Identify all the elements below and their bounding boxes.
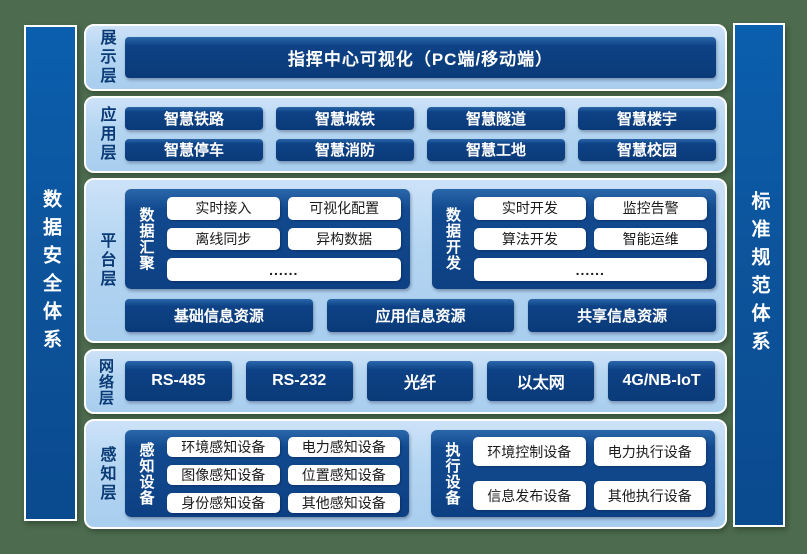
layer-platform-content: 数据汇聚 实时接入 可视化配置 离线同步 异构数据 ...... 数据开发 (125, 180, 725, 341)
item-development-more: ...... (473, 258, 707, 281)
group-data-aggregation-label-text: 数据汇聚 (137, 207, 155, 271)
layer-display-content: 指挥中心可视化（PC端/移动端） (125, 26, 725, 89)
app-box-smart-worksite: 智慧工地 (427, 138, 565, 161)
item-info-publishing: 信息发布设备 (473, 481, 586, 510)
app-box-smart-campus: 智慧校园 (578, 138, 716, 161)
layer-perception: 感知层 感知设备 环境感知设备 电力感知设备 图像感知设备 位置感知设备 身份感… (84, 419, 727, 529)
item-heterogeneous-data: 异构数据 (287, 227, 401, 251)
command-center-box: 指挥中心可视化（PC端/移动端） (125, 37, 716, 78)
item-other-actuation: 其他执行设备 (593, 481, 706, 510)
group-actuation-devices-label-text: 执行设备 (443, 441, 461, 506)
resource-application-info: 应用信息资源 (326, 299, 515, 332)
layer-network: 网络层 RS-485 RS-232 光纤 以太网 4G/NB-IoT (84, 349, 727, 414)
net-box-rs485: RS-485 (125, 361, 232, 401)
layer-display-label-text: 展示层 (97, 29, 115, 86)
group-sensing-devices-label: 感知设备 (134, 437, 158, 510)
group-data-development-label: 数据开发 (441, 197, 465, 281)
app-box-smart-railway: 智慧铁路 (125, 107, 263, 130)
layer-perception-content: 感知设备 环境感知设备 电力感知设备 图像感知设备 位置感知设备 身份感知设备 … (125, 421, 725, 527)
item-algorithm-dev: 算法开发 (473, 227, 587, 251)
item-location-sensing: 位置感知设备 (287, 465, 400, 485)
net-box-4g-nbiot: 4G/NB-IoT (608, 361, 715, 401)
group-sensing-devices-grid: 环境感知设备 电力感知设备 图像感知设备 位置感知设备 身份感知设备 其他感知设… (167, 437, 400, 513)
layer-platform-label: 平台层 (86, 180, 125, 341)
group-sensing-devices: 感知设备 环境感知设备 电力感知设备 图像感知设备 位置感知设备 身份感知设备 … (125, 430, 409, 517)
layer-application: 应用层 智慧铁路 智慧城铁 智慧隧道 智慧楼宇 智慧停车 智慧消防 智慧工地 智… (84, 96, 727, 173)
item-power-actuation: 电力执行设备 (593, 437, 706, 466)
item-identity-sensing: 身份感知设备 (167, 493, 280, 513)
group-actuation-devices-grid: 环境控制设备 电力执行设备 信息发布设备 其他执行设备 (473, 437, 706, 510)
item-other-sensing: 其他感知设备 (287, 493, 400, 513)
pillar-data-security-label: 数据安全体系 (40, 189, 61, 357)
item-realtime-ingest: 实时接入 (167, 197, 280, 220)
group-data-aggregation-grid: 实时接入 可视化配置 离线同步 异构数据 ...... (167, 197, 401, 281)
app-box-smart-firefighting: 智慧消防 (276, 138, 414, 161)
resource-basic-info: 基础信息资源 (125, 299, 313, 332)
net-box-rs232: RS-232 (245, 361, 353, 401)
platform-resources-row: 基础信息资源 应用信息资源 共享信息资源 (125, 299, 717, 332)
layer-platform-label-text: 平台层 (97, 232, 115, 289)
pillar-data-security: 数据安全体系 (24, 25, 77, 521)
item-realtime-dev: 实时开发 (473, 197, 587, 220)
layer-application-label: 应用层 (86, 98, 125, 171)
app-box-smart-tunnel: 智慧隧道 (427, 107, 565, 130)
app-box-smart-building: 智慧楼宇 (578, 107, 716, 130)
group-data-aggregation-label: 数据汇聚 (134, 197, 158, 281)
resource-shared-info: 共享信息资源 (528, 299, 717, 332)
item-offline-sync: 离线同步 (167, 227, 280, 251)
platform-groups-row: 数据汇聚 实时接入 可视化配置 离线同步 异构数据 ...... 数据开发 (125, 189, 716, 289)
layer-platform: 平台层 数据汇聚 实时接入 可视化配置 离线同步 异构数据 ...... (84, 178, 727, 343)
item-aggregation-more: ...... (167, 258, 401, 281)
layer-display: 展示层 指挥中心可视化（PC端/移动端） (84, 24, 727, 91)
group-data-development: 数据开发 实时开发 监控告警 算法开发 智能运维 ...... (431, 189, 716, 289)
net-box-fiber: 光纤 (366, 361, 474, 401)
group-sensing-devices-label-text: 感知设备 (137, 441, 155, 506)
item-visual-config: 可视化配置 (287, 197, 401, 220)
layer-perception-label: 感知层 (86, 421, 125, 527)
layer-perception-label-text: 感知层 (97, 445, 115, 503)
item-env-control: 环境控制设备 (473, 437, 586, 466)
item-intelligent-ops: 智能运维 (594, 227, 707, 251)
group-data-development-grid: 实时开发 监控告警 算法开发 智能运维 ...... (473, 197, 707, 281)
app-box-smart-metro: 智慧城铁 (276, 107, 414, 130)
item-image-sensing: 图像感知设备 (167, 465, 280, 485)
item-power-sensing: 电力感知设备 (287, 437, 400, 457)
item-env-sensing: 环境感知设备 (167, 437, 280, 457)
layer-application-label-text: 应用层 (97, 106, 115, 163)
group-data-development-label-text: 数据开发 (444, 207, 461, 271)
layer-network-label-text: 网络层 (97, 357, 114, 406)
pillar-standards: 标准规范体系 (733, 23, 785, 527)
layer-network-label: 网络层 (86, 351, 125, 412)
net-box-ethernet: 以太网 (487, 361, 595, 401)
group-actuation-devices: 执行设备 环境控制设备 电力执行设备 信息发布设备 其他执行设备 (431, 430, 715, 517)
item-monitoring-alert: 监控告警 (594, 197, 707, 220)
group-data-aggregation: 数据汇聚 实时接入 可视化配置 离线同步 异构数据 ...... (125, 189, 410, 289)
layer-display-label: 展示层 (86, 26, 125, 89)
pillar-standards-label: 标准规范体系 (748, 191, 770, 359)
group-actuation-devices-label: 执行设备 (440, 437, 464, 510)
layer-application-content: 智慧铁路 智慧城铁 智慧隧道 智慧楼宇 智慧停车 智慧消防 智慧工地 智慧校园 (125, 98, 725, 171)
app-box-smart-parking: 智慧停车 (125, 138, 263, 161)
layer-network-content: RS-485 RS-232 光纤 以太网 4G/NB-IoT (125, 351, 725, 412)
